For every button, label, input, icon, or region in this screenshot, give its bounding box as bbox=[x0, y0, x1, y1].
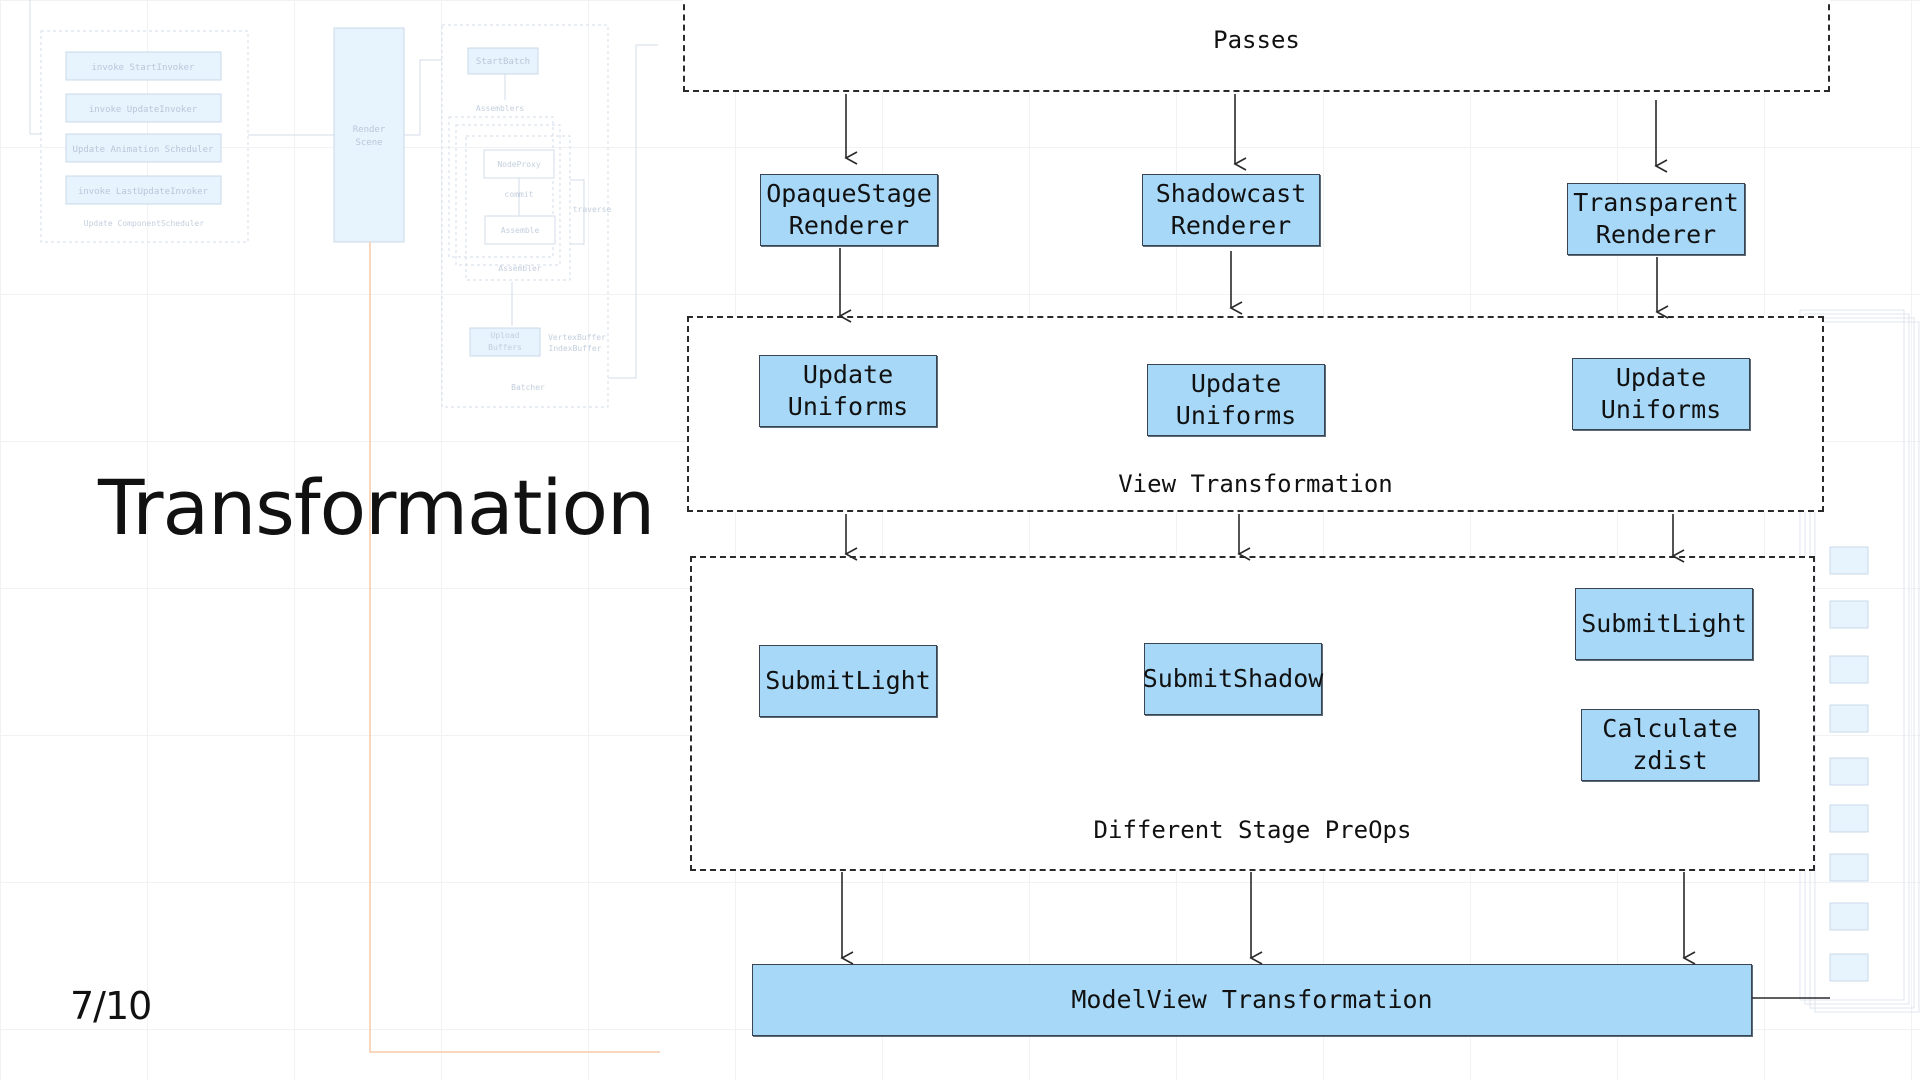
scheduler-item-box bbox=[65, 51, 222, 81]
right-stack-item bbox=[1829, 600, 1869, 629]
scheduler-item-box bbox=[65, 93, 222, 123]
passes-label: Passes bbox=[1213, 26, 1300, 54]
node-proxy-label: NodeProxy bbox=[497, 160, 541, 169]
upload-buffers-line-2: Buffers bbox=[488, 343, 522, 352]
stage-preops-label: Different Stage PreOps bbox=[1093, 816, 1412, 844]
opaque-submit-light-node: SubmitLight bbox=[759, 645, 937, 717]
render-scene-line-1: Render bbox=[353, 125, 386, 135]
passes-box: Passes bbox=[683, 0, 1830, 92]
transparent-update-uniforms-node: Update Uniforms bbox=[1572, 358, 1750, 430]
commit-label: commit bbox=[505, 190, 534, 199]
scheduler-item-label: invoke UpdateInvoker bbox=[89, 105, 198, 115]
opaque-stage-renderer-node: OpaqueStage Renderer bbox=[760, 174, 938, 246]
scene-to-batcher-connector bbox=[404, 59, 442, 136]
calculate-zdist-node: Calculate zdist bbox=[1581, 709, 1759, 781]
upload-buffers-box bbox=[469, 327, 541, 357]
render-scene-box bbox=[333, 27, 405, 243]
assemblers-label: Assemblers bbox=[476, 104, 524, 113]
shadow-update-uniforms-node: Update Uniforms bbox=[1147, 364, 1325, 436]
batcher-label: Batcher bbox=[511, 383, 545, 392]
assemblers-stack-1 bbox=[448, 116, 554, 258]
right-stack-item bbox=[1829, 953, 1869, 982]
assemble-label: Assemble bbox=[501, 226, 540, 235]
right-stack-item bbox=[1829, 757, 1869, 786]
upload-buffers-line-1: Upload bbox=[491, 331, 520, 340]
scheduler-item-box bbox=[65, 133, 222, 163]
transparent-renderer-node: Transparent Renderer bbox=[1567, 183, 1745, 255]
start-batch-box bbox=[467, 47, 539, 75]
scheduler-item-box bbox=[65, 175, 222, 205]
component-scheduler-label: Update ComponentScheduler bbox=[84, 219, 205, 228]
page-number: 7/10 bbox=[70, 984, 152, 1028]
right-stack-item bbox=[1829, 804, 1869, 833]
right-stack-item bbox=[1829, 655, 1869, 684]
view-transformation-label: View Transformation bbox=[1118, 470, 1393, 498]
slide-title: Transformation bbox=[98, 463, 655, 552]
modelview-transformation-node: ModelView Transformation bbox=[752, 964, 1752, 1036]
right-stack-item bbox=[1829, 853, 1869, 882]
transparent-submit-light-node: SubmitLight bbox=[1575, 588, 1753, 660]
traverse-loop bbox=[570, 179, 585, 245]
scheduler-item-label: Update Animation Scheduler bbox=[73, 145, 214, 155]
vertex-buffer-label: VertexBuffer bbox=[548, 333, 606, 342]
feedback-connector bbox=[369, 242, 660, 1053]
right-stack-background bbox=[1799, 309, 1920, 1013]
scheduler-item-label: invoke LastUpdateInvoker bbox=[78, 187, 209, 197]
scheduler-in-connector bbox=[29, 0, 41, 135]
right-stack-item bbox=[1829, 704, 1869, 733]
right-stack-frame-4 bbox=[1814, 321, 1920, 1013]
start-batch-label: StartBatch bbox=[476, 57, 530, 67]
right-stack-item bbox=[1829, 902, 1869, 931]
assembler-group bbox=[465, 135, 571, 281]
assemblers-stack-2 bbox=[455, 124, 561, 266]
node-proxy-box bbox=[483, 149, 555, 179]
batcher-out-connector bbox=[608, 44, 658, 379]
index-buffer-label: IndexBuffer bbox=[549, 344, 602, 353]
shadowcast-renderer-node: Shadowcast Renderer bbox=[1142, 174, 1320, 246]
traverse-label: traverse bbox=[573, 205, 612, 214]
assembler-label: Assembler bbox=[498, 264, 542, 273]
assemble-box bbox=[484, 215, 556, 245]
submit-shadow-node: SubmitShadow bbox=[1143, 643, 1323, 715]
opaque-update-uniforms-node: Update Uniforms bbox=[759, 355, 937, 427]
render-scene-line-2: Scene bbox=[355, 138, 382, 148]
right-stack-item bbox=[1829, 546, 1869, 575]
scheduler-item-label: invoke StartInvoker bbox=[92, 63, 196, 73]
component-scheduler-group bbox=[40, 30, 249, 243]
batcher-group bbox=[441, 24, 609, 408]
